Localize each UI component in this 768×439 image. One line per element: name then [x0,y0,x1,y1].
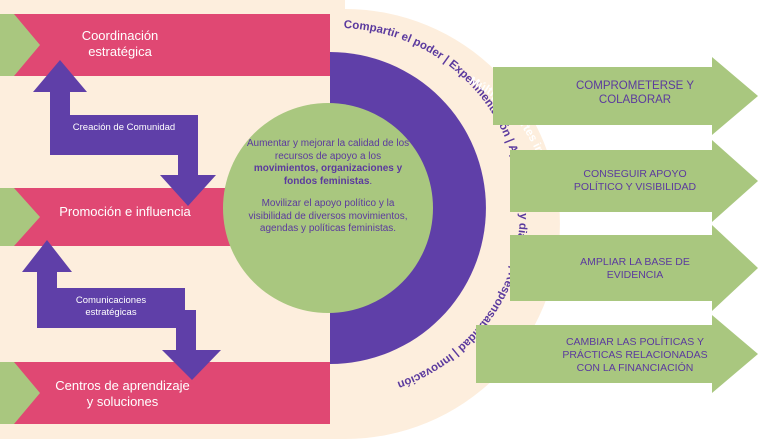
center-para1-start: Aumentar y mejorar la calidad de los rec… [246,138,410,162]
outcome-4-line1: CAMBIAR LAS POLÍTICAS Y [565,336,705,348]
connector-label-communications-line1: Comunicaciones [75,295,147,306]
left-arrow-tip-3 [0,362,40,424]
outcome-label-3: AMPLIAR LA BASE DE EVIDENCIA [540,256,730,282]
connector-community-arrow [33,60,216,206]
band-coordination [0,14,330,76]
outcome-arrow-3 [510,225,758,311]
outcome-3-line2: EVIDENCIA [606,269,664,281]
outcome-2-line1: CONSEGUIR APOYO [583,168,687,180]
band-label-promotion: Promoción e influencia [59,204,191,219]
outcome-arrow-1 [493,57,758,135]
center-paragraph-2: Movilizar el apoyo político y la visibil… [248,198,408,234]
band-label-coordination: Coordinación estratégica [50,28,190,60]
center-para1-end: . [369,175,373,187]
outcome-arrow-4 [476,315,758,393]
outcome-arrow-2 [510,140,758,222]
band-label-learning: Centros de aprendizaje y soluciones [40,378,205,410]
outcome-label-2: CONSEGUIR APOYO POLÍTICO Y VISIBILIDAD [540,168,730,194]
outcome-1-line1: COMPROMETERSE Y [576,80,694,92]
outcome-4-line2: PRÁCTICAS RELACIONADAS [562,349,708,361]
center-description: Aumentar y mejorar la calidad de los rec… [243,138,413,246]
band-label-learning-line2: y soluciones [86,394,159,409]
center-paragraph-1: Aumentar y mejorar la calidad de los rec… [243,138,413,188]
outcome-1-line2: COLABORAR [598,94,672,106]
band-label-coordination-line2: estratégica [88,44,152,59]
left-arrow-tip-1 [0,14,40,76]
connector-label-communications: Comunicaciones estratégicas [42,295,180,319]
band-learning [0,362,330,424]
outcome-4-line3: CON LA FINANCIACIÓN [576,362,694,374]
center-circle [223,103,433,313]
outcome-label-1: COMPROMETERSE Y COLABORAR [540,79,730,107]
connector-communications-arrow [22,240,221,380]
outcome-2-line2: POLÍTICO Y VISIBILIDAD [573,181,697,193]
outcome-label-4: CAMBIAR LAS POLÍTICAS Y PRÁCTICAS RELACI… [535,336,735,375]
left-arrow-tip-2 [0,188,40,246]
band-label-learning-line1: Centros de aprendizaje [55,378,190,393]
band-label-coordination-line1: Coordinación [81,28,159,43]
connector-label-communications-line2: estratégicas [85,307,137,318]
outcome-3-line1: AMPLIAR LA BASE DE [580,256,690,268]
center-para1-bold: movimientos, organizaciones y fondos fem… [253,163,403,187]
connector-label-community: Creación de Comunidad [72,122,176,133]
